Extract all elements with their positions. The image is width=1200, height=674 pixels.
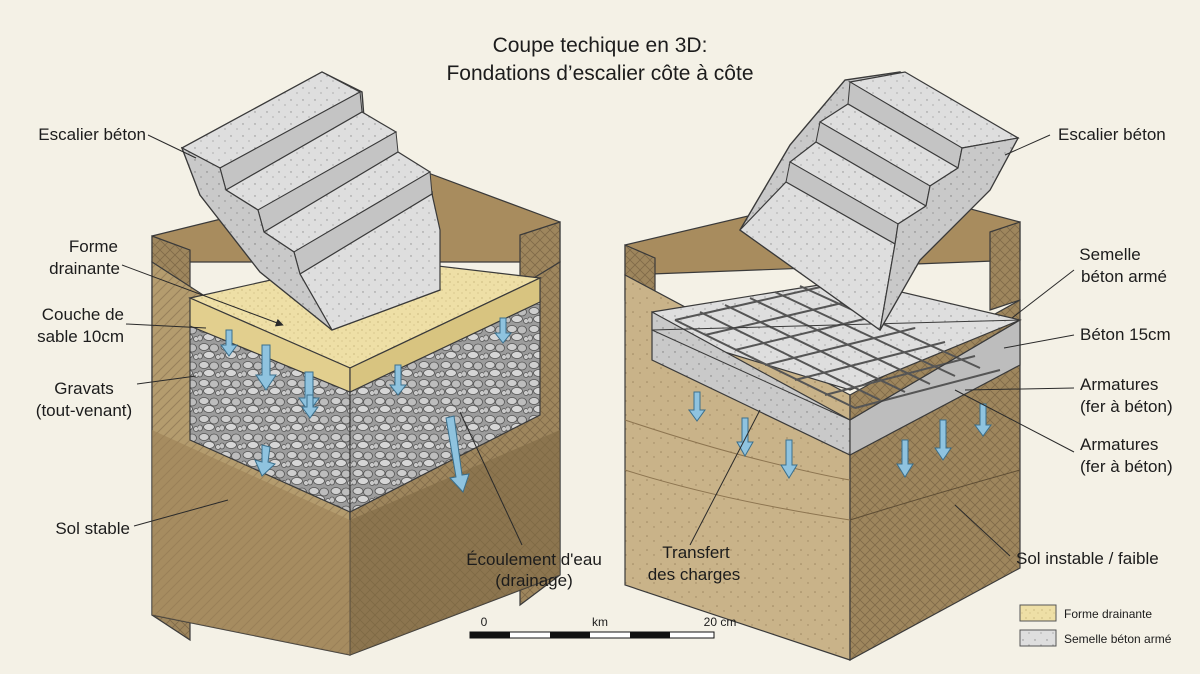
label-weak-soil: Sol instable / faible [1016, 549, 1159, 568]
scale-unit: km [592, 615, 608, 629]
label-water-1: Écoulement d'eau [466, 550, 602, 569]
label-drain-form-2: drainante [49, 259, 120, 278]
label-sand-2: sable 10cm [37, 327, 124, 346]
label-left-stair: Escalier béton [38, 125, 146, 144]
label-gravel-2: (tout-venant) [36, 401, 132, 420]
load-transfer-arrows [688, 391, 992, 479]
legend-item-drain-form: Forme drainante [1019, 604, 1152, 622]
label-load-2: des charges [648, 565, 741, 584]
legend-label-drain-form: Forme drainante [1064, 607, 1152, 621]
left-foundation-block [151, 71, 561, 656]
left-concrete-stair [180, 71, 441, 331]
label-concrete: Béton 15cm [1080, 325, 1171, 344]
label-sand-1: Couche de [42, 305, 124, 324]
right-labels: Escalier béton Semelle béton armé Béton … [648, 125, 1173, 584]
scale-end: 20 cm [704, 615, 737, 629]
leader-lines [121, 134, 1075, 557]
legend-swatch-sand [1019, 604, 1057, 622]
scale-zero: 0 [481, 615, 488, 629]
label-right-stair: Escalier béton [1058, 125, 1166, 144]
left-labels: Escalier béton Forme drainante Couche de… [36, 125, 602, 590]
rebar-mesh [674, 285, 1001, 409]
label-rebar-2b: (fer à béton) [1080, 457, 1173, 476]
label-drain-form-1: Forme [69, 237, 118, 256]
right-concrete-stair [739, 71, 1020, 332]
label-rebar-1a: Armatures [1080, 375, 1158, 394]
diagram-title: Coupe techique en 3D: Fondations d’escal… [446, 34, 753, 85]
legend-item-slab: Semelle béton armé [1019, 629, 1172, 647]
title-line-2: Fondations d’escalier côte à côte [446, 62, 753, 85]
label-slab-1: Semelle [1079, 245, 1140, 264]
scale-bar: 0 km 20 cm [469, 615, 737, 639]
legend-swatch-concrete [1019, 629, 1057, 647]
label-rebar-2a: Armatures [1080, 435, 1158, 454]
water-flow-arrows [220, 317, 513, 493]
legend: Forme drainante Semelle béton armé [1019, 604, 1172, 647]
label-load-1: Transfert [662, 543, 730, 562]
legend-label-slab: Semelle béton armé [1064, 632, 1172, 646]
label-slab-2: béton armé [1081, 267, 1167, 286]
title-line-1: Coupe techique en 3D: [493, 34, 708, 57]
label-stable-soil: Sol stable [55, 519, 130, 538]
label-gravel-1: Gravats [54, 379, 114, 398]
label-water-2: (drainage) [495, 571, 573, 590]
label-rebar-1b: (fer à béton) [1080, 397, 1173, 416]
right-foundation-block [624, 71, 1022, 662]
